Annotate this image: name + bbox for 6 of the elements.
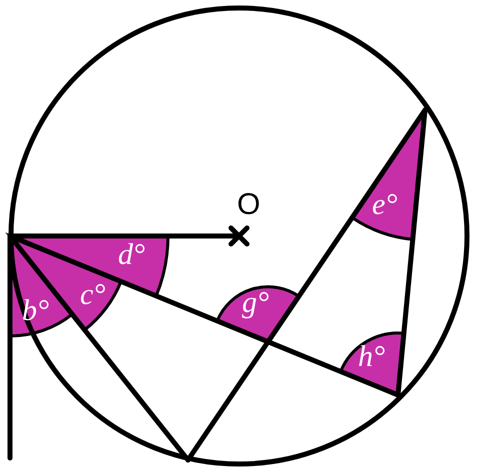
centre-label: O: [237, 190, 260, 220]
angle-label: h°: [358, 342, 385, 372]
angle-label: c°: [80, 280, 106, 310]
angle-label: e°: [372, 190, 398, 220]
angle-label: d°: [118, 240, 145, 270]
angle-label: g°: [242, 288, 269, 318]
